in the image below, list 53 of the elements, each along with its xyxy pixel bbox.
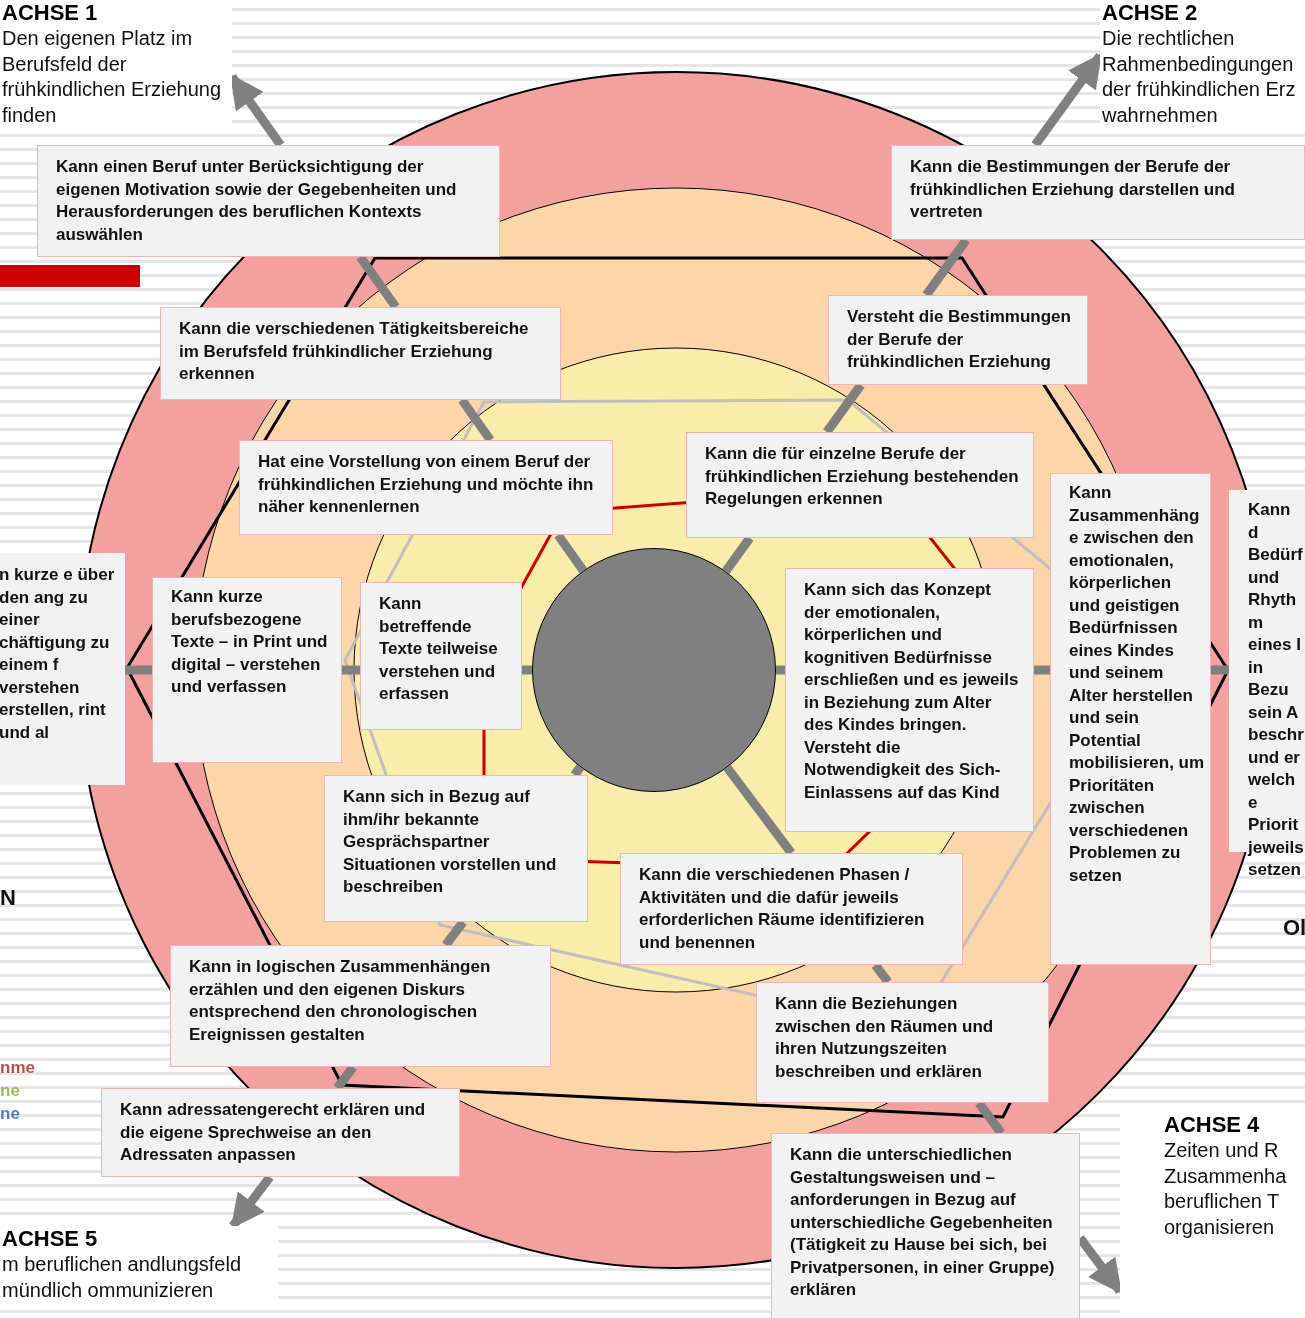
connector-line	[1211, 665, 1229, 675]
competency-text: Kann einen Beruf unter Berücksichtigung der eigenen Motivation sowie der Gegebenheiten und Herausforderungen des beruflichen Kontexts auswählen	[56, 156, 458, 246]
competency-text: Versteht die Bestimmungen der Berufe der frühkindlichen Erziehung	[847, 306, 1072, 373]
competency-card	[152, 577, 342, 763]
axis-description: Den eigenen Platz im Berufsfeld der frühkindlichen Erziehung finden	[2, 26, 223, 128]
competency-text: Kann die für einzelne Berufe der frühkindlichen Erziehung bestehenden Regelungen erkennen	[705, 443, 1019, 510]
competency-text: Kann sich das Konzept der emotionalen, körperlichen und kognitiven Bedürfnisse erschließen und es jeweils in Beziehung zum Alter des Kindes bringen. Versteht die Notwendigkeit des Sich-Einlassens auf das Kind	[804, 579, 1019, 804]
legend-entry: ne	[0, 1081, 20, 1101]
axis-heading: ACHSE 4	[1164, 1112, 1261, 1138]
competency-card	[324, 775, 588, 922]
axis-heading: ACHSE 2	[1102, 0, 1199, 26]
axis-heading: ACHSE 5	[2, 1226, 99, 1252]
competency-card	[0, 553, 125, 785]
competency-card	[828, 295, 1088, 385]
competency-card	[37, 145, 500, 257]
competency-text: Kann die unterschiedlichen Gestaltungsweisen und –anforderungen in Bezug auf unterschiedliche Gegebenheiten (Tätigkeit zu Hause bei sich, bei Privatpersonen, in einer Gruppe) erklären	[790, 1144, 1056, 1301]
legend-entry: nme	[0, 1058, 35, 1078]
competency-text: Kann sich in Bezug auf ihm/ihr bekannte Gesprächspartner Situationen vorstellen und beschreiben	[343, 786, 558, 898]
competency-card	[170, 945, 551, 1067]
competency-card	[785, 568, 1034, 832]
competency-card	[891, 145, 1305, 240]
axis-description: m beruflichen andlungsfeld mündlich ommunizieren	[2, 1252, 243, 1303]
competency-text: Kann d Bedürf und Rhythm eines I in Bezu sein A beschr und er welche Priorit jeweils setzen	[1248, 499, 1304, 881]
competency-text: Kann die verschiedenen Phasen / Aktivitäten und die dafür jeweils erforderlichen Räume identifizieren und benennen	[639, 864, 926, 954]
competency-card	[620, 853, 963, 965]
competency-card	[1050, 473, 1211, 965]
competency-text: Kann betreffende Texte teilweise verstehen und erfassen	[379, 593, 499, 705]
axis-description: Die rechtlichen Rahmenbedingungen der frühkindlichen Erz wahrnehmen	[1102, 26, 1297, 128]
competency-text: Kann adressatengerecht erklären und die eigene Sprechweise an den Adressaten anpassen	[120, 1099, 427, 1166]
competency-card	[101, 1088, 460, 1177]
connector-line	[342, 665, 360, 675]
competency-text: Kann die Bestimmungen der Berufe der frühkindlichen Erziehung darstellen und vertreten	[910, 156, 1236, 223]
connector-line	[522, 665, 532, 675]
connector-line	[1034, 665, 1050, 675]
connector-line	[125, 665, 152, 675]
heading-fragment: Ol	[1283, 915, 1305, 941]
competency-card	[756, 982, 1049, 1103]
axis-heading: ACHSE 1	[2, 0, 99, 26]
legend-entry: ne	[0, 1104, 20, 1124]
heading-fragment: N	[0, 885, 16, 911]
competency-card	[239, 440, 613, 535]
competency-card	[160, 307, 561, 400]
competency-card	[686, 432, 1034, 538]
connector-line	[776, 665, 785, 675]
competency-card	[360, 582, 522, 730]
competency-text: Kann die verschiedenen Tätigkeitsbereiche im Berufsfeld frühkindlicher Erziehung erkennen	[179, 318, 530, 385]
competency-text: Hat eine Vorstellung von einem Beruf der frühkindlichen Erziehung und möchte ihn näher kennenlernen	[258, 451, 595, 518]
axis-description: Zeiten und R Zusammenha beruflichen T organisieren	[1164, 1138, 1288, 1240]
competency-card	[771, 1133, 1080, 1318]
competency-text: Kann die Beziehungen zwischen den Räumen und ihren Nutzungszeiten beschreiben und erklären	[775, 993, 995, 1083]
competency-text: Kann in logischen Zusammenhängen erzählen und den eigenen Diskurs entsprechend den chronologischen Ereignissen gestalten	[189, 956, 492, 1046]
competency-text: Kann Zusammenhänge zwischen den emotionalen, körperlichen und geistigen Bedürfnissen eines Kindes und seinem Alter herstellen und sein Potential mobilisieren, um Prioritäten zwischen verschiedenen Problemen zu setzen	[1069, 482, 1206, 887]
competency-text: Kann kurze berufsbezogene Texte – in Print und digital – verstehen und verfassen	[171, 586, 329, 698]
